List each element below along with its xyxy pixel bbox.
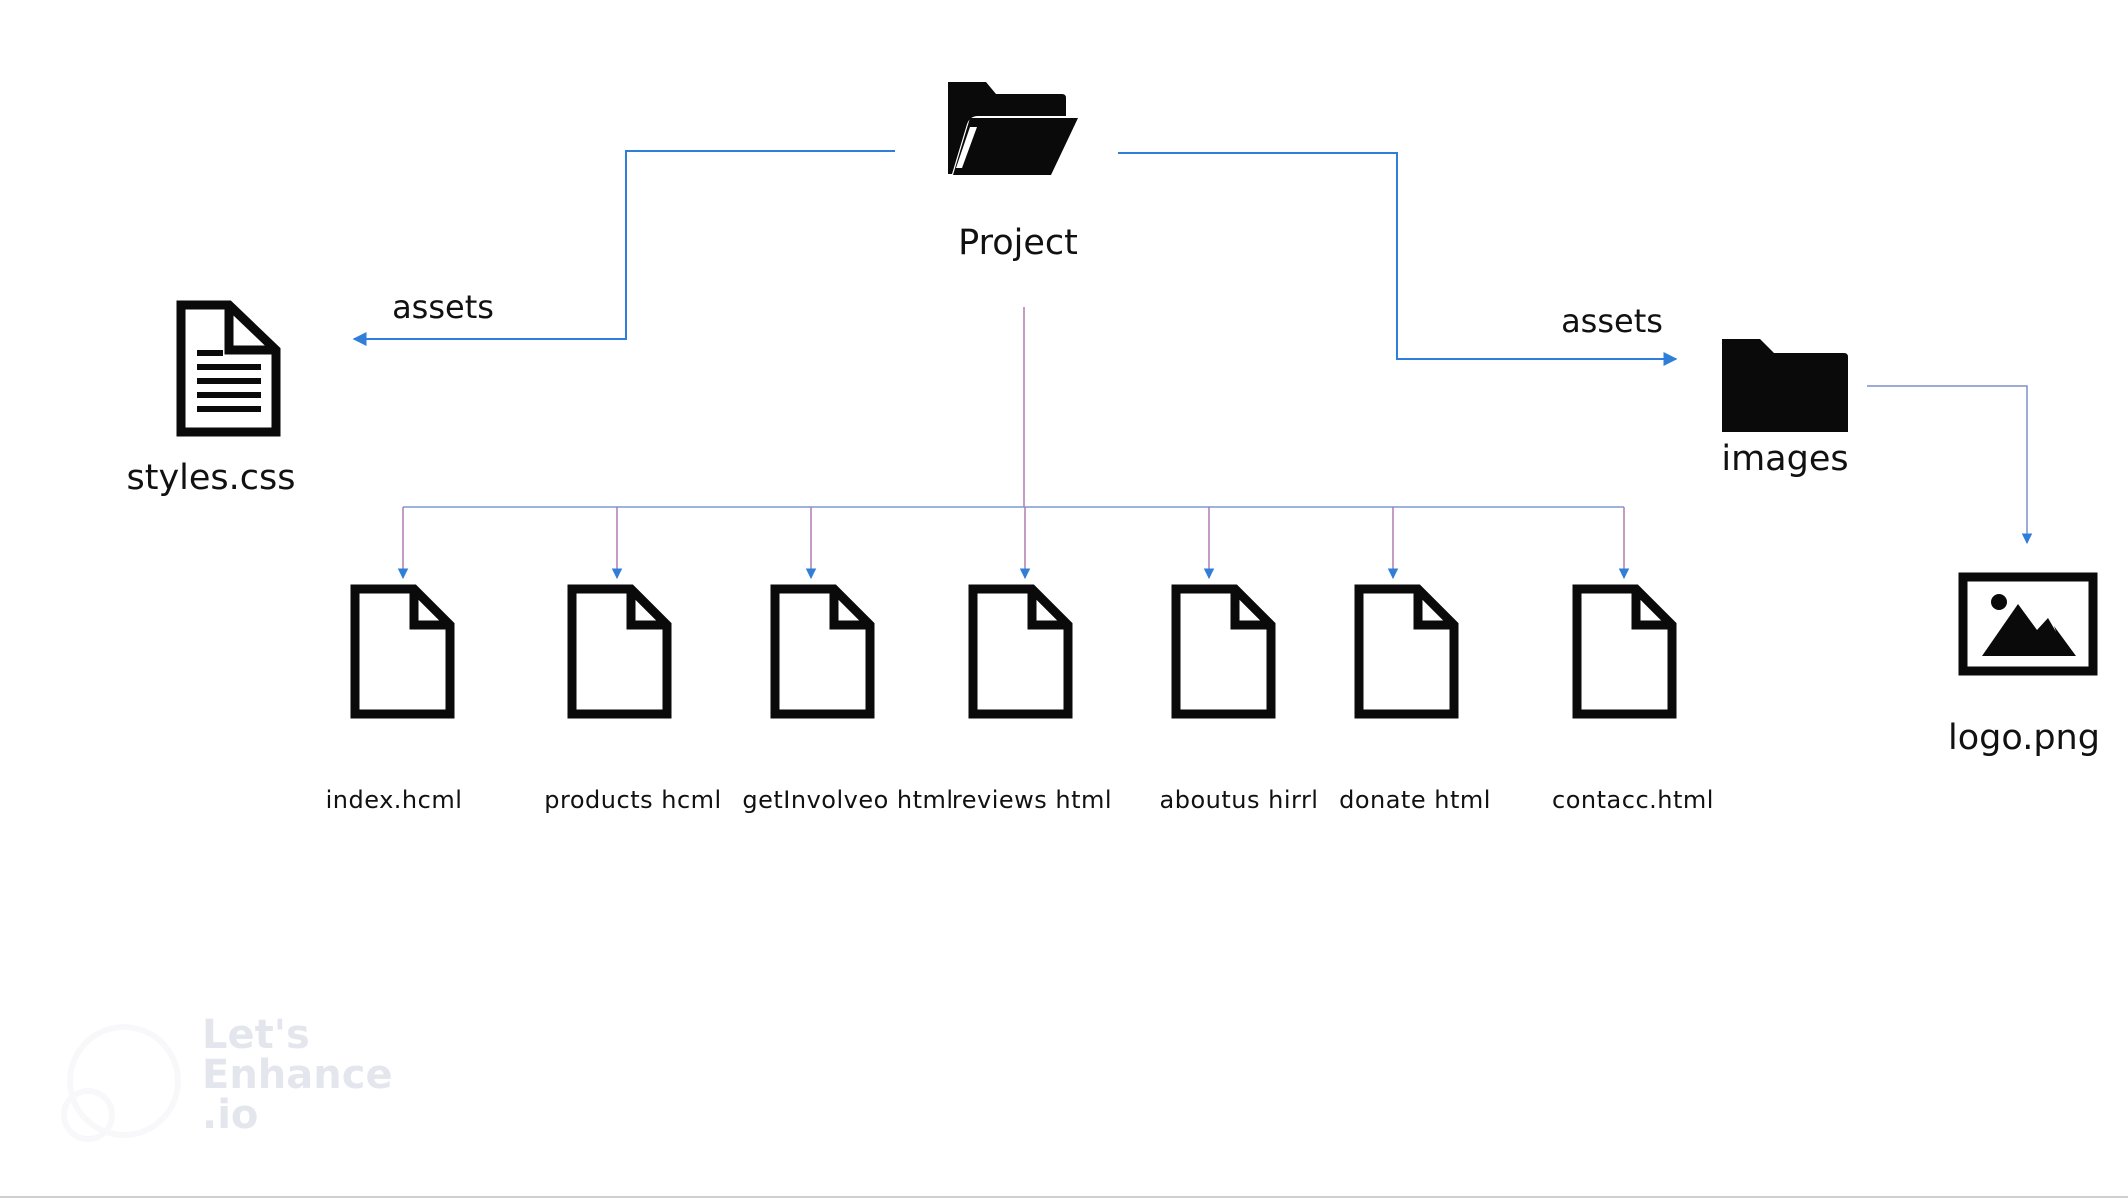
- blank-document-icon: [1572, 584, 1677, 719]
- images-folder-label: images: [1721, 439, 1849, 479]
- styles-css-label: styles.css: [126, 458, 296, 498]
- html-file-icons: [350, 584, 1677, 719]
- edge-label-assets-styles: assets: [392, 288, 494, 326]
- blank-document-icon: [1354, 584, 1459, 719]
- html-file-label: getInvolveo html: [742, 786, 954, 814]
- html-file-label: reviews html: [951, 786, 1113, 814]
- html-file-label: products hcml: [544, 786, 722, 814]
- open-folder-icon: [948, 82, 1078, 175]
- html-file-label: index.hcml: [325, 786, 463, 814]
- edge-project-to-images: [1118, 152, 1678, 366]
- html-file-label: contacc.html: [1552, 786, 1714, 814]
- text-document-icon: [176, 300, 281, 437]
- watermark-text: Let's Enhance .io: [202, 1012, 393, 1138]
- blank-document-icon: [1171, 584, 1276, 719]
- blank-document-icon: [968, 584, 1073, 719]
- project-label: Project: [958, 223, 1078, 263]
- edge-project-to-styles: [352, 150, 895, 346]
- edge-html-branches: [397, 507, 1630, 580]
- edge-project-trunk: [403, 307, 1624, 508]
- edge-label-assets-images: assets: [1561, 302, 1663, 340]
- image-icon: [1958, 572, 2098, 676]
- blank-document-icon: [567, 584, 672, 719]
- watermark-logo: [61, 1024, 181, 1142]
- blank-document-icon: [350, 584, 455, 719]
- logo-png-label: logo.png: [1948, 718, 2100, 758]
- edge-images-to-logo: [1867, 385, 2033, 545]
- bottom-border: [0, 1196, 2128, 1198]
- folder-icon: [1722, 339, 1848, 432]
- html-file-label: donate html: [1339, 786, 1491, 814]
- blank-document-icon: [770, 584, 875, 719]
- html-file-label: aboutus hirrl: [1159, 786, 1319, 814]
